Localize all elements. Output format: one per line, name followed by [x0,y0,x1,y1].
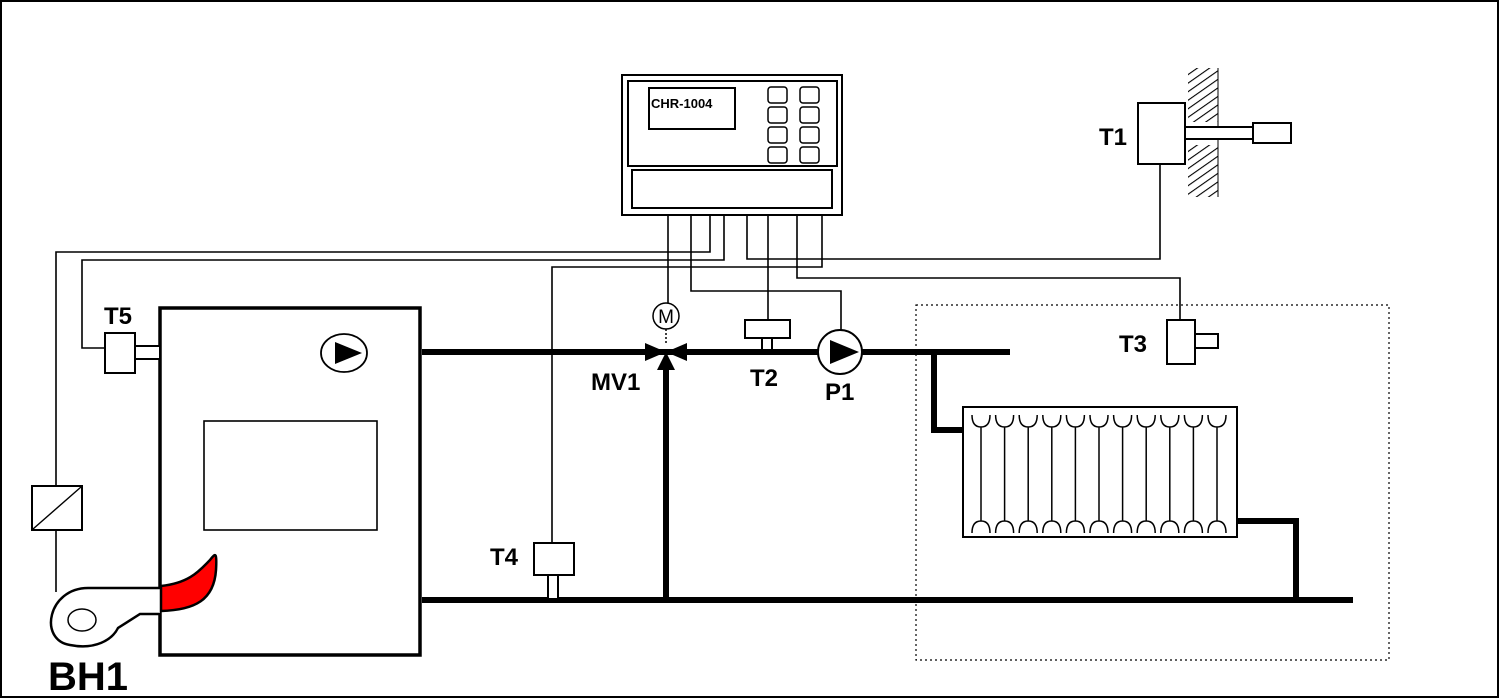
boiler-pump-icon [320,333,368,373]
controller-button[interactable] [799,146,820,164]
controller-button[interactable] [767,86,788,104]
label-t4: T4 [490,544,519,571]
controller-chr-1004: CHR-1004 [621,74,843,216]
pump-p1: P1 [817,329,863,406]
radiator-section [1207,414,1227,534]
signal-wires [55,164,1181,592]
label-t3: T3 [1119,331,1147,358]
sensor-t5: T5 [104,303,161,374]
heated-room-boundary [915,304,1390,661]
radiator-section [1065,414,1086,534]
sensor-t3: T3 [1119,319,1219,365]
controller-button[interactable] [767,106,788,124]
radiator-section [994,414,1015,534]
controller-button[interactable] [767,126,788,144]
controller-button[interactable] [799,106,820,124]
radiator-section [1183,414,1204,534]
label-p1: P1 [825,379,854,406]
controller-buttons [767,86,820,164]
controller-display [648,87,736,130]
label-mv1: MV1 [591,369,640,396]
sensor-t2: T2 [744,319,791,392]
wall-hatch [1188,145,1218,197]
controller-button[interactable] [799,86,820,104]
radiator-section [1112,414,1133,534]
radiator-section [1018,414,1038,534]
sensor-t4: T4 [490,542,575,600]
boiler-door [203,420,378,531]
radiator-section [1160,414,1180,534]
flame-icon [159,553,218,613]
mixing-valve-mv1: M MV1 [591,302,687,396]
radiator-section [971,414,991,534]
pipes [422,349,1353,603]
label-bh1: BH1 [48,655,128,699]
controller-button[interactable] [767,146,788,164]
relay-box [31,485,83,531]
radiator [962,406,1238,538]
radiator-section [1042,414,1062,534]
label-t2: T2 [750,365,778,392]
controller-model: CHR-1004 [651,96,713,111]
radiator-section [1089,414,1109,534]
burner-bh1: BH1 [48,553,218,699]
sensor-t1: T1 [1099,68,1292,197]
radiator-section [1136,414,1156,534]
controller-button[interactable] [799,126,820,144]
wall-hatch [1188,68,1218,122]
terminal-strip [631,169,833,209]
valve-motor-icon [652,302,680,330]
label-t5: T5 [104,303,132,330]
label-t1: T1 [1099,124,1127,151]
motor-label: M [658,307,674,328]
burner-fan-icon [67,608,97,632]
